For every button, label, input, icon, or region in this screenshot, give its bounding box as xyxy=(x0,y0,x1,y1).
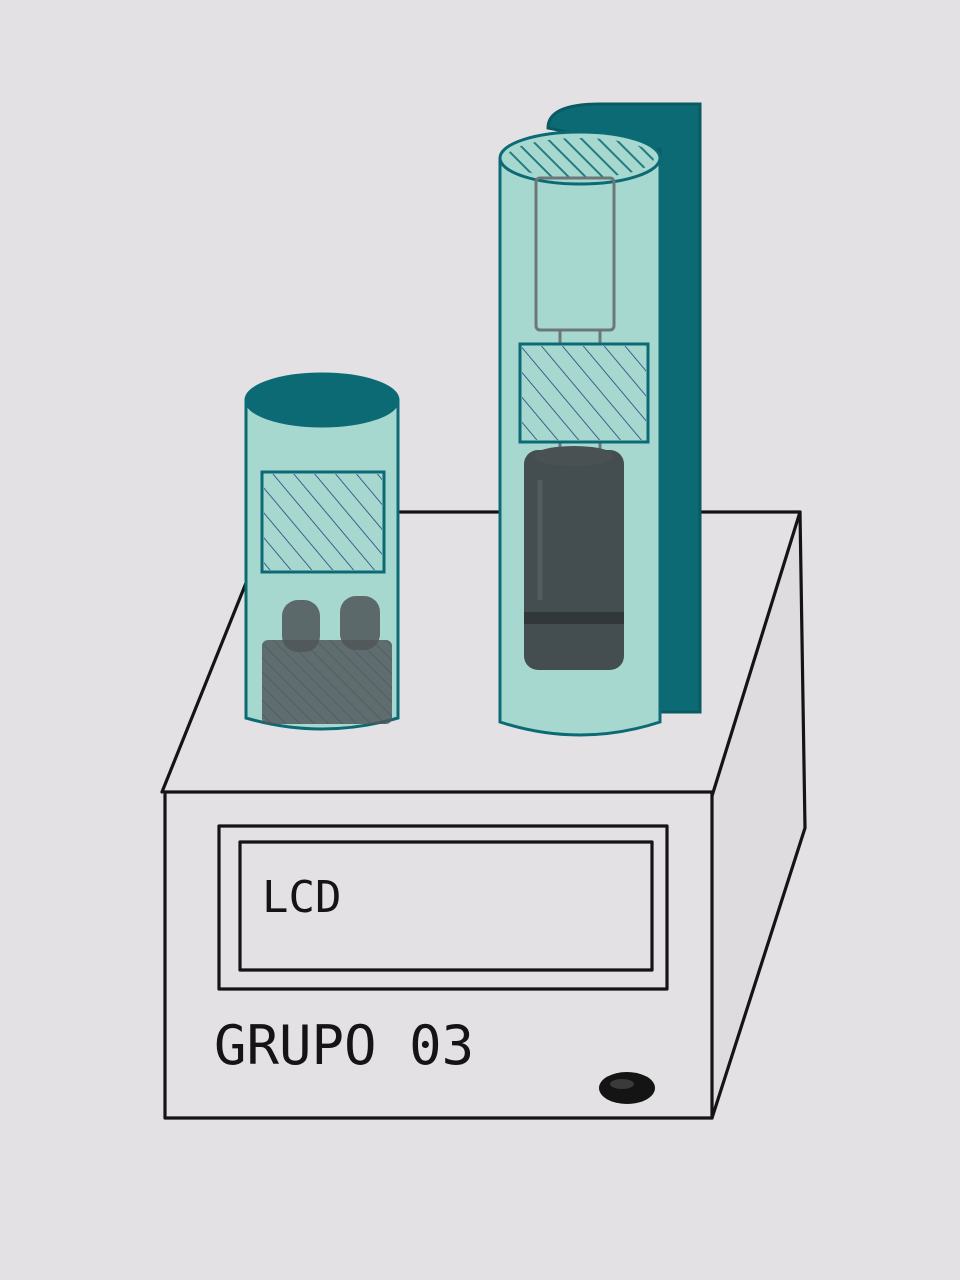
small-cylinder-base-hatch xyxy=(262,640,392,724)
motor-top xyxy=(534,446,614,466)
small-cylinder-cap-hatch xyxy=(254,382,390,422)
small-cylinder-knob-right xyxy=(340,596,380,650)
motor-collar xyxy=(524,612,624,624)
small-cylinder-knob-left xyxy=(282,600,320,652)
tall-cylinder-cap-hatch xyxy=(506,138,654,178)
tall-cylinder xyxy=(500,104,700,735)
power-button-highlight xyxy=(610,1079,634,1089)
small-cylinder xyxy=(246,374,398,729)
small-cylinder-window-hatch xyxy=(264,474,382,570)
tall-cylinder-window-hatch xyxy=(522,346,646,440)
lcd-label: LCD xyxy=(262,872,341,923)
group-label: GRUPO 03 xyxy=(214,1014,474,1077)
